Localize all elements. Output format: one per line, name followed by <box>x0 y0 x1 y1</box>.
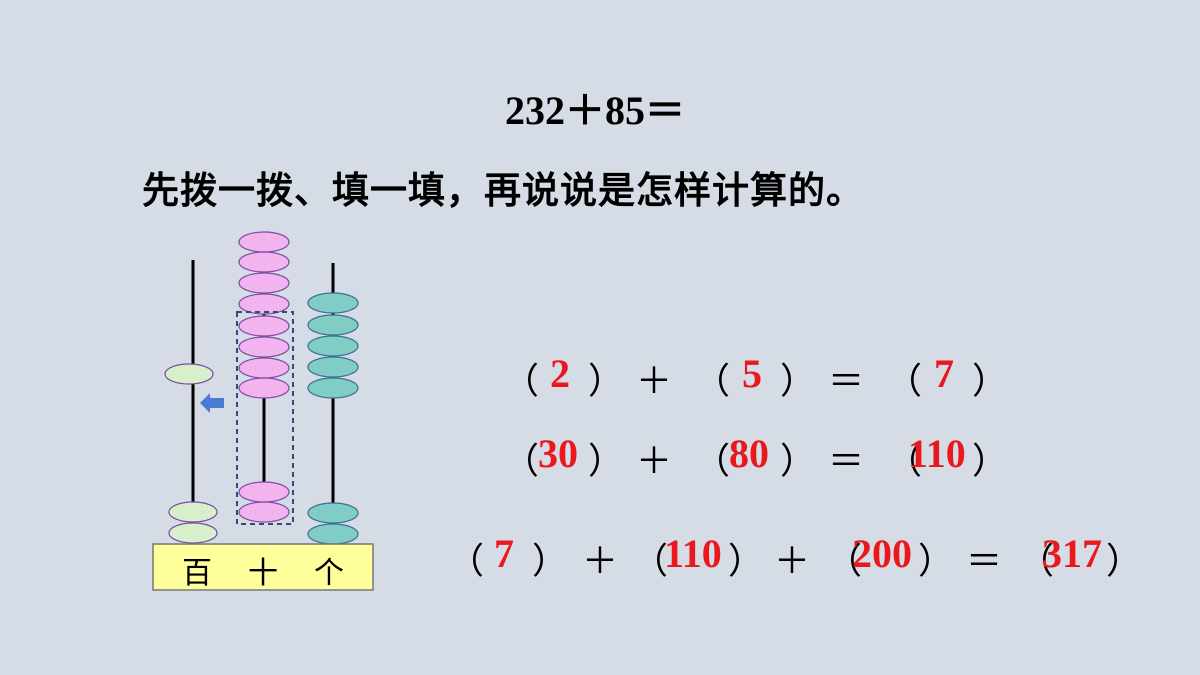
hundreds-bead <box>168 522 218 544</box>
answer-ones-a: 2 <box>550 351 570 396</box>
close-paren: ） <box>588 361 625 402</box>
answer-total-hundreds: 200 <box>852 531 912 576</box>
open-paren: （ <box>694 441 731 482</box>
close-paren: ） <box>780 441 817 482</box>
label-ones: 个 <box>314 556 344 591</box>
group-of-ten-box <box>236 311 294 525</box>
close-paren: ） <box>1106 541 1143 582</box>
equals-sign: ＝ <box>828 361 865 402</box>
hundreds-bead-moved <box>164 363 214 385</box>
close-paren: ） <box>780 361 817 402</box>
close-paren: ） <box>972 441 1009 482</box>
equation-tens: （ 30 ） ＋ （ 80 ） ＝ （ 110 ） <box>0 430 1200 482</box>
open-paren: （ <box>826 541 863 582</box>
equation-ones: （ 2 ） ＋ （ 5 ） ＝ （ 7 ） <box>0 350 1200 402</box>
close-paren: ） <box>532 541 569 582</box>
equals-sign: ＝ <box>966 541 1003 582</box>
plus-sign: ＋ <box>636 441 673 482</box>
answer-ones-b: 5 <box>742 351 762 396</box>
close-paren: ） <box>588 441 625 482</box>
answer-tens-a: 30 <box>538 431 578 476</box>
plus-sign: ＋ <box>636 361 673 402</box>
abacus <box>152 231 374 591</box>
answer-total-ones: 7 <box>494 531 514 576</box>
plus-sign: ＋ <box>774 541 811 582</box>
tens-beads <box>238 231 290 523</box>
equals-sign: ＝ <box>828 441 865 482</box>
open-paren: （ <box>632 541 669 582</box>
plus-sign: ＋ <box>582 541 619 582</box>
hundreds-beads <box>164 363 218 544</box>
answer-tens-result: 110 <box>908 431 966 476</box>
answer-tens-b: 80 <box>729 431 769 476</box>
problem-title: 232＋85＝ <box>505 88 685 133</box>
ones-beads <box>307 292 359 545</box>
abacus-base <box>152 543 374 591</box>
equation-total: （ 7 ） ＋ （ 110 ） ＋ （ 200 ） ＝ （ 317 ） <box>0 530 1200 582</box>
open-paren: （ <box>448 541 485 582</box>
open-paren: （ <box>886 441 923 482</box>
hundreds-bead <box>168 501 218 523</box>
close-paren: ） <box>728 541 765 582</box>
open-paren: （ <box>503 441 540 482</box>
open-paren: （ <box>694 361 731 402</box>
close-paren: ） <box>918 541 955 582</box>
answer-total-result: 317 <box>1042 531 1102 576</box>
carry-arrow-icon <box>200 393 224 413</box>
instruction-text: 先拨一拨、填一填，再说说是怎样计算的。 <box>142 169 864 212</box>
open-paren: （ <box>1018 541 1055 582</box>
open-paren: （ <box>503 361 540 402</box>
label-tens: 十 <box>248 556 278 591</box>
answer-ones-result: 7 <box>934 351 954 396</box>
answer-total-tens: 110 <box>664 531 722 576</box>
close-paren: ） <box>972 361 1009 402</box>
open-paren: （ <box>886 361 923 402</box>
label-hundreds: 百 <box>182 556 212 591</box>
